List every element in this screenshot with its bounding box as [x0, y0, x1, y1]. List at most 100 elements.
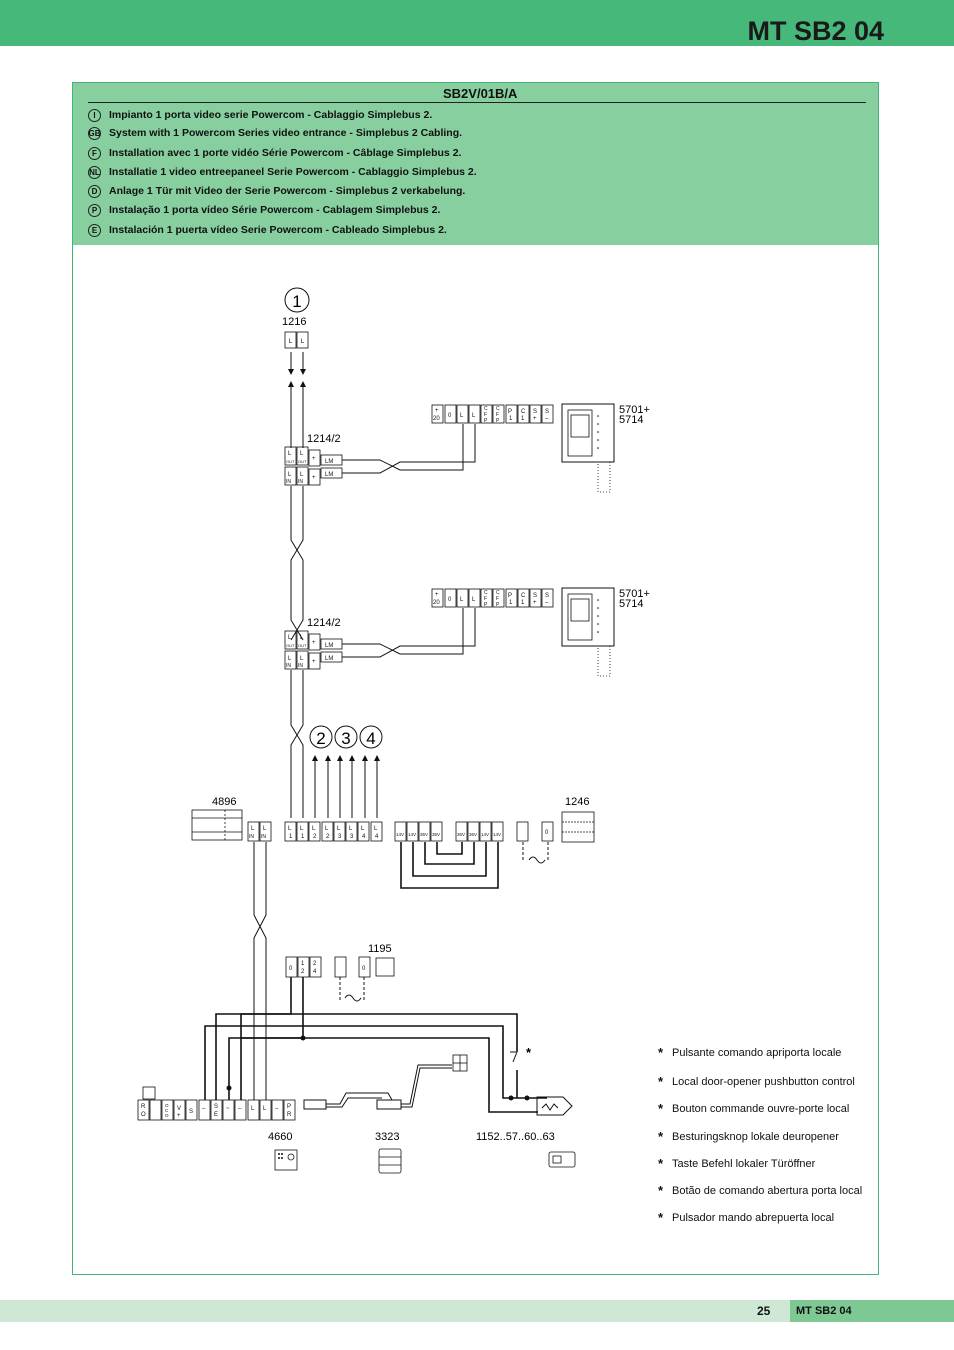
svg-text:F: F — [484, 412, 487, 418]
svg-text:P: P — [287, 1104, 291, 1110]
svg-text:S: S — [214, 1104, 218, 1110]
transformer-1195-terminals — [285, 956, 395, 978]
footer-code: MT SB2 04 — [796, 1305, 852, 1317]
monitor-terminals-2 — [431, 588, 554, 608]
label-4660: 4660 — [268, 1131, 292, 1143]
svg-text:36V: 36V — [469, 832, 477, 837]
svg-text:OUT: OUT — [286, 459, 295, 464]
svg-text:P: P — [496, 418, 500, 424]
svg-text:C: C — [165, 1108, 169, 1113]
svg-text:S: S — [545, 409, 549, 415]
svg-text:+: + — [435, 408, 439, 414]
svg-text:IN: IN — [298, 663, 303, 669]
svg-text:S: S — [533, 593, 537, 599]
svg-text:2: 2 — [326, 834, 330, 840]
footer-accent — [790, 1300, 954, 1322]
svg-text:P: P — [484, 602, 488, 608]
svg-text:0: 0 — [448, 597, 452, 603]
note-text-gb: Local door-opener pushbutton control — [672, 1075, 855, 1088]
power-supply-terminals — [247, 821, 554, 842]
note-asterisk: * — [658, 1074, 664, 1089]
module-3323-connectors — [303, 1064, 452, 1110]
svg-text:1: 1 — [301, 834, 305, 840]
svg-text:L: L — [288, 635, 292, 641]
svg-text:36V: 36V — [457, 832, 465, 837]
label-lock: 1152..57..60..63 — [476, 1131, 555, 1143]
note-gb: * Local door-opener pushbutton control — [658, 1074, 855, 1089]
svg-text:C: C — [484, 590, 488, 596]
language-row-es: E Instalación 1 puerta vídeo Serie Power… — [88, 222, 447, 238]
ac-mains-1195 — [339, 977, 365, 1002]
svg-text:2: 2 — [313, 834, 317, 840]
svg-text:OUT: OUT — [298, 643, 307, 648]
note-asterisk: * — [658, 1101, 664, 1116]
svg-text:L: L — [301, 339, 305, 345]
note-text-pt: Botão de comando abertura porta local — [672, 1184, 863, 1197]
svg-text:L: L — [288, 451, 292, 457]
svg-text:1: 1 — [292, 292, 301, 311]
svg-text:14V: 14V — [493, 832, 501, 837]
language-badge-de: D — [88, 184, 101, 198]
svg-text:–: – — [238, 1106, 242, 1112]
svg-text:C: C — [496, 406, 500, 412]
svg-text:L: L — [251, 1106, 255, 1112]
ac-mains-1246 — [522, 842, 549, 864]
svg-text:R: R — [287, 1112, 292, 1118]
svg-text:1: 1 — [521, 600, 525, 606]
label-monitor-1a: 5701+ — [619, 404, 650, 416]
svg-text:3: 3 — [350, 834, 354, 840]
note-it: * Pulsante comando apriporta locale — [658, 1045, 841, 1060]
svg-text:–: – — [275, 1106, 279, 1112]
label-monitor-2a: 5701+ — [619, 588, 650, 600]
language-badge-fr: F — [88, 146, 101, 160]
svg-text:1: 1 — [301, 961, 305, 967]
terminal-1216: L L — [284, 331, 309, 349]
svg-text:~: ~ — [226, 1106, 230, 1112]
svg-text:L: L — [325, 826, 329, 832]
svg-text:1: 1 — [509, 416, 513, 422]
description-es: Instalación 1 puerta vídeo Serie Powerco… — [109, 224, 447, 236]
svg-text:L: L — [288, 472, 292, 478]
svg-text:OUT: OUT — [286, 643, 295, 648]
entrance-panel-4660 — [274, 1149, 298, 1171]
note-text-it: Pulsante comando apriporta locale — [672, 1046, 842, 1059]
label-4896: 4896 — [212, 796, 236, 808]
svg-text:20: 20 — [433, 416, 440, 422]
description-pt: Instalação 1 porta vídeo Série Powercom … — [109, 204, 441, 216]
local-pushbutton — [510, 1051, 518, 1063]
svg-text:0: 0 — [362, 966, 366, 972]
language-row-de: D Anlage 1 Tür mit Video der Serie Power… — [88, 183, 465, 199]
svg-text:S: S — [189, 1109, 193, 1115]
riser-cable — [290, 486, 304, 818]
video-monitor-2 — [561, 587, 615, 677]
svg-text:2: 2 — [301, 969, 305, 975]
svg-text:14V: 14V — [481, 832, 489, 837]
svg-text:0: 0 — [448, 413, 452, 419]
entrance-panel-terminals — [137, 1086, 296, 1121]
svg-text:L: L — [361, 826, 365, 832]
svg-text:+: + — [312, 475, 316, 481]
note-text-de: Taste Befehl lokaler Türöffner — [672, 1157, 816, 1170]
language-badge-pt: P — [88, 203, 101, 217]
svg-text:C: C — [484, 406, 488, 412]
note-pt: * Botão de comando abertura porta local — [658, 1183, 862, 1198]
footer-bar — [0, 1300, 954, 1322]
transformer-1195-text: 0 12 24 0 — [289, 961, 366, 975]
svg-text:4: 4 — [375, 834, 379, 840]
monitor-2-cable — [342, 608, 476, 658]
note-fr: * Bouton commande ouvre-porte local — [658, 1101, 849, 1116]
system-code: SB2V/01B/A — [443, 86, 518, 101]
svg-text:O: O — [165, 1113, 169, 1118]
note-text-fr: Bouton commande ouvre-porte local — [672, 1102, 850, 1115]
transformer-wiring — [400, 842, 499, 889]
svg-text:4: 4 — [366, 729, 375, 748]
svg-text:2: 2 — [313, 961, 317, 967]
description-nl: Installatie 1 video entreepaneel Serie P… — [109, 166, 477, 178]
svg-text:P: P — [508, 409, 512, 415]
svg-text:L: L — [300, 656, 304, 662]
svg-text:S: S — [533, 409, 537, 415]
svg-text:LM: LM — [325, 656, 333, 662]
svg-text:4: 4 — [362, 834, 366, 840]
